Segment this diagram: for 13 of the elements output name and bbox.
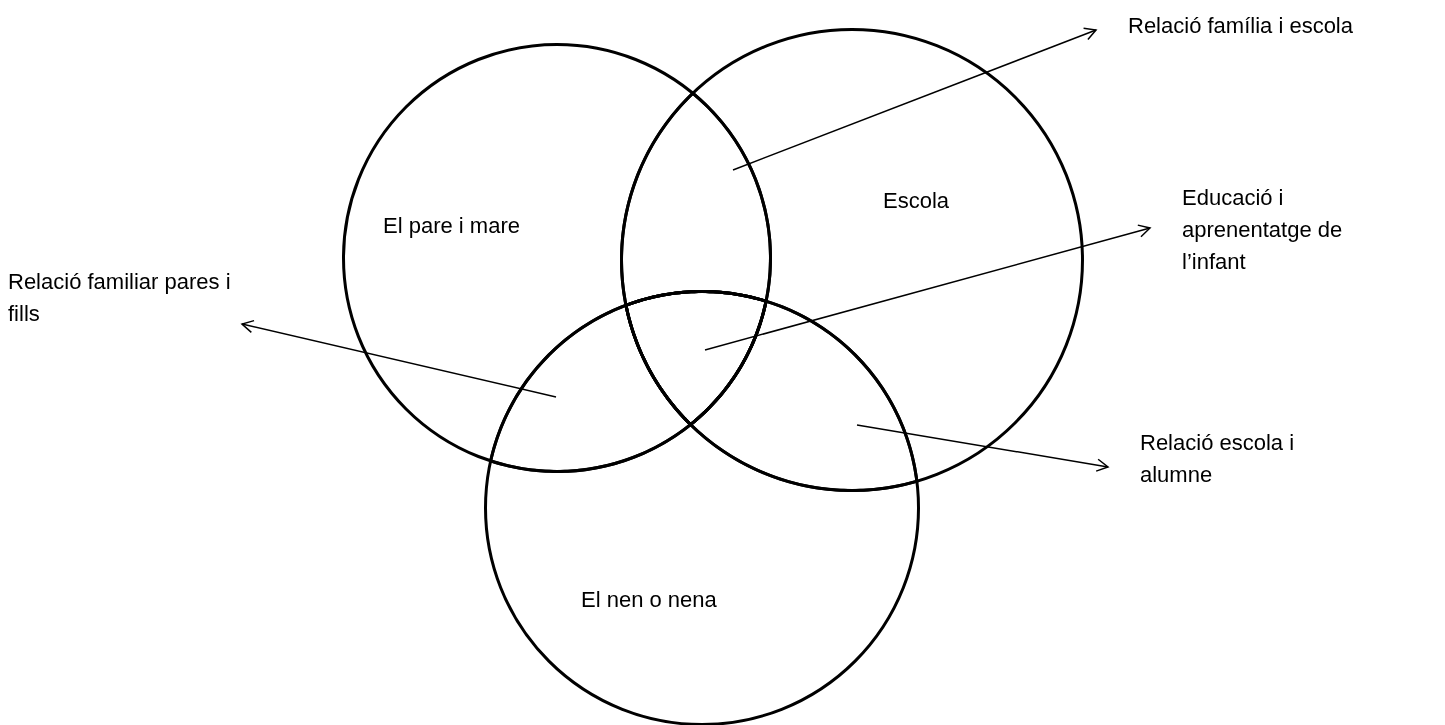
callout-label: Educació i aprenentatge de l’infant xyxy=(1182,182,1362,278)
callout-label: Relació familiar pares i fills xyxy=(8,266,238,330)
venn-circle xyxy=(620,28,1084,492)
circle-label: El pare i mare xyxy=(383,212,520,240)
circle-label: El nen o nena xyxy=(581,586,717,614)
venn-circle xyxy=(484,290,920,725)
venn-circle xyxy=(342,43,772,473)
callout-label: Relació família i escola xyxy=(1128,10,1438,42)
leader-arrow xyxy=(856,424,1109,472)
circle-label: Escola xyxy=(883,187,950,215)
leader-arrow xyxy=(241,319,557,398)
callout-label: Relació escola i alumne xyxy=(1140,427,1340,491)
leader-arrow xyxy=(704,224,1151,351)
